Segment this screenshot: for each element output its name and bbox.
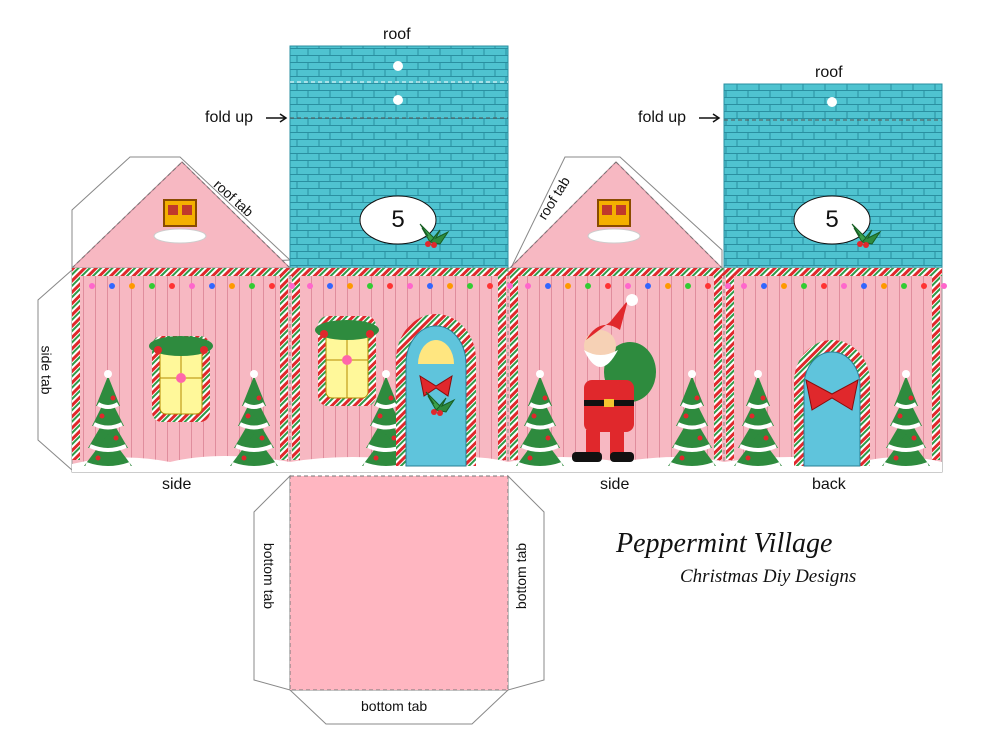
number-badge-left	[359, 195, 437, 245]
window-icon	[153, 199, 207, 244]
bottom-tab-label: bottom tab	[361, 698, 428, 714]
fold-up-label: fold up	[205, 109, 254, 126]
back-label: back	[812, 476, 846, 493]
brand-subtitle: Christmas Diy Designs	[680, 566, 857, 587]
number-badge-right	[793, 195, 871, 245]
number-right: 5	[825, 206, 839, 233]
fold-up-label: fold up	[638, 109, 687, 126]
roof-label: roof	[815, 64, 843, 81]
side-label: side	[600, 476, 630, 493]
side-label: side	[162, 476, 192, 493]
window-icon	[587, 199, 641, 244]
base-panel	[289, 475, 509, 691]
roof-label: roof	[383, 26, 411, 43]
santa-icon	[572, 294, 656, 462]
number-left: 5	[391, 206, 405, 233]
wreath-window-icon	[149, 336, 213, 422]
door-icon	[396, 314, 476, 467]
bottom-tab-label: bottom tab	[513, 542, 530, 610]
door-icon	[794, 340, 870, 467]
wreath-window-icon	[315, 316, 379, 406]
bottom-tab-label: bottom tab	[261, 542, 278, 610]
brand-title: Peppermint Village	[616, 528, 833, 559]
side-tab-label: side tab	[38, 345, 55, 395]
